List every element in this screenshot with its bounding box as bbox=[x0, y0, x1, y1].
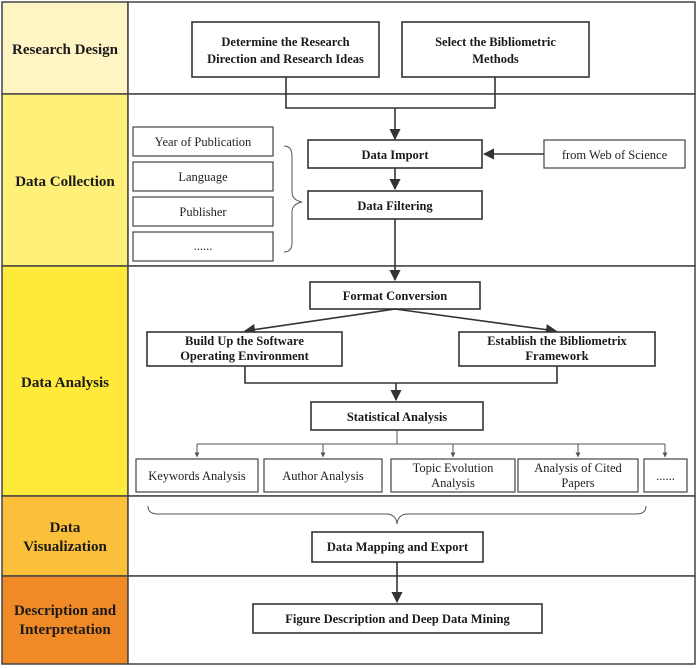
stage-labels: Research Design Data Collection Data Ana… bbox=[1, 1, 129, 665]
stage-band-description-interpretation bbox=[1, 575, 129, 665]
criteria-language-node: Language bbox=[132, 161, 274, 192]
svg-text:Language: Language bbox=[178, 170, 228, 184]
data-mapping-node: Data Mapping and Export bbox=[311, 531, 484, 563]
svg-text:Data Import: Data Import bbox=[361, 148, 429, 162]
stage-label-data-analysis: Data Analysis bbox=[21, 375, 109, 391]
svg-text:Figure Description and Deep Da: Figure Description and Deep Data Mining bbox=[285, 612, 510, 626]
stage-band-research-design bbox=[1, 1, 129, 95]
stage-label-data-collection: Data Collection bbox=[15, 174, 115, 190]
visualization-brace bbox=[147, 505, 647, 525]
figure-description-node: Figure Description and Deep Data Mining bbox=[252, 603, 543, 634]
stage-band-data-visualization bbox=[1, 495, 129, 577]
svg-text:Keywords Analysis: Keywords Analysis bbox=[148, 469, 246, 483]
svg-text:......: ...... bbox=[656, 469, 675, 483]
svg-text:Data Filtering: Data Filtering bbox=[357, 199, 433, 213]
svg-text:......: ...... bbox=[194, 239, 213, 253]
svg-text:Author Analysis: Author Analysis bbox=[282, 469, 364, 483]
svg-text:Format Conversion: Format Conversion bbox=[343, 289, 448, 303]
stage-label-research-design: Research Design bbox=[12, 42, 119, 58]
stage-band-data-analysis bbox=[1, 265, 129, 497]
criteria-more-node: ...... bbox=[132, 231, 274, 262]
arrow-conversion-to-software bbox=[243, 308, 396, 336]
svg-text:Year of Publication: Year of Publication bbox=[155, 135, 252, 149]
keywords-analysis-node: Keywords Analysis bbox=[135, 458, 259, 493]
web-of-science-node: from Web of Science bbox=[543, 139, 686, 169]
svg-text:Publisher: Publisher bbox=[179, 205, 227, 219]
design-merge-connector bbox=[285, 77, 496, 109]
data-import-node: Data Import bbox=[307, 139, 483, 169]
svg-text:Data Mapping and Export: Data Mapping and Export bbox=[327, 540, 469, 554]
data-filtering-node: Data Filtering bbox=[307, 190, 483, 220]
analysis-merge-connector bbox=[244, 366, 558, 384]
format-conversion-node: Format Conversion bbox=[309, 281, 481, 310]
criteria-publisher-node: Publisher bbox=[132, 196, 274, 227]
statistical-analysis-node: Statistical Analysis bbox=[310, 401, 484, 431]
author-analysis-node: Author Analysis bbox=[263, 458, 383, 493]
svg-text:Statistical Analysis: Statistical Analysis bbox=[347, 410, 447, 424]
arrow-conversion-to-framework bbox=[394, 308, 558, 336]
more-analysis-node: ...... bbox=[643, 458, 688, 493]
criteria-brace bbox=[283, 145, 303, 253]
stage-band-data-collection bbox=[1, 93, 129, 267]
svg-text:from Web of Science: from Web of Science bbox=[562, 148, 668, 162]
criteria-year-node: Year of Publication bbox=[132, 126, 274, 157]
